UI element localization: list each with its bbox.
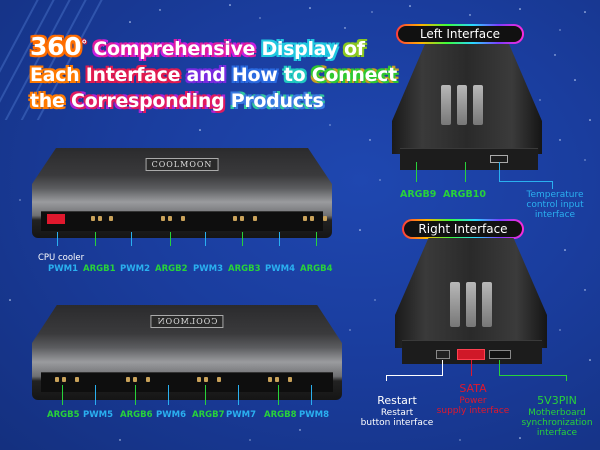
left-port-panel (400, 148, 538, 170)
headline-line-3: the Corresponding Products (30, 88, 375, 114)
port-label-argb8: ARGB8 (264, 410, 297, 420)
headline-word: Comprehensive (93, 38, 256, 60)
headline-word: Connect (311, 64, 397, 86)
5v3pin-port (489, 350, 511, 359)
port-label-argb10: ARGB10 (443, 189, 486, 200)
sata-label: SATA Power supply interface (436, 382, 510, 416)
headline-word: Interface (85, 64, 181, 86)
restart-port (436, 350, 450, 359)
port-label-argb3: ARGB3 (228, 264, 261, 274)
5v3pin-label: 5V3PIN Motherboard synchronization inter… (521, 394, 593, 438)
port-label-argb1: ARGB1 (83, 264, 116, 274)
headline-word: Products (230, 90, 324, 112)
left-interface-badge: Left Interface (396, 24, 524, 44)
port-label-pwm1: PWM1 (48, 264, 78, 274)
headline-line-1: 360° Comprehensive Display of (30, 34, 375, 62)
headline-line-2: Each Interface and How to Connect (30, 62, 397, 88)
port-label-pwm7: PWM7 (226, 410, 256, 420)
headline-word: the (30, 90, 65, 112)
headline-word: and (186, 64, 226, 86)
port-label-pwm6: PWM6 (156, 410, 186, 420)
left-side-view (392, 44, 542, 154)
cpu-cooler-label: CPU cooler (38, 253, 85, 263)
cpu-cooler-port (47, 214, 65, 225)
port-strip (41, 371, 333, 393)
hub-top-view: COOLMOON (32, 148, 332, 238)
headline: 360° Comprehensive Display of Each Inter… (30, 34, 397, 114)
port-label-argb2: ARGB2 (155, 264, 188, 274)
port-label-argb9: ARGB9 (400, 189, 437, 200)
port-label-pwm5: PWM5 (83, 410, 113, 420)
port-label-argb5: ARGB5 (47, 410, 80, 420)
port-label-pwm3: PWM3 (193, 264, 223, 274)
headline-word: How (231, 64, 278, 86)
port-strip (41, 211, 327, 231)
headline-word: Each (30, 64, 80, 86)
brand-logo-mirrored: COOLMOON (150, 315, 224, 328)
port-label-argb7: ARGB7 (192, 410, 225, 420)
headline-word: of (344, 38, 365, 60)
degree-symbol: ° (81, 38, 87, 52)
temp-control-label: Temperature control input interface (526, 190, 584, 220)
headline-360: 360 (30, 32, 82, 61)
sata-port (457, 349, 485, 360)
left-interface-title: Left Interface (398, 26, 522, 42)
brand-logo: COOLMOON (145, 158, 219, 171)
port-label-pwm2: PWM2 (120, 264, 150, 274)
port-label-pwm8: PWM8 (299, 410, 329, 420)
port-label-argb6: ARGB6 (120, 410, 153, 420)
port-label-argb4: ARGB4 (300, 264, 333, 274)
port-label-pwm4: PWM4 (265, 264, 295, 274)
headline-word: to (283, 64, 306, 86)
right-interface-title: Right Interface (404, 221, 522, 237)
hub-bottom-view: COOLMOON (32, 305, 342, 400)
headline-word: Display (261, 38, 338, 60)
right-interface-badge: Right Interface (402, 219, 524, 239)
restart-label: Restart Restart button interface (360, 394, 434, 428)
headline-word: Corresponding (70, 90, 225, 112)
